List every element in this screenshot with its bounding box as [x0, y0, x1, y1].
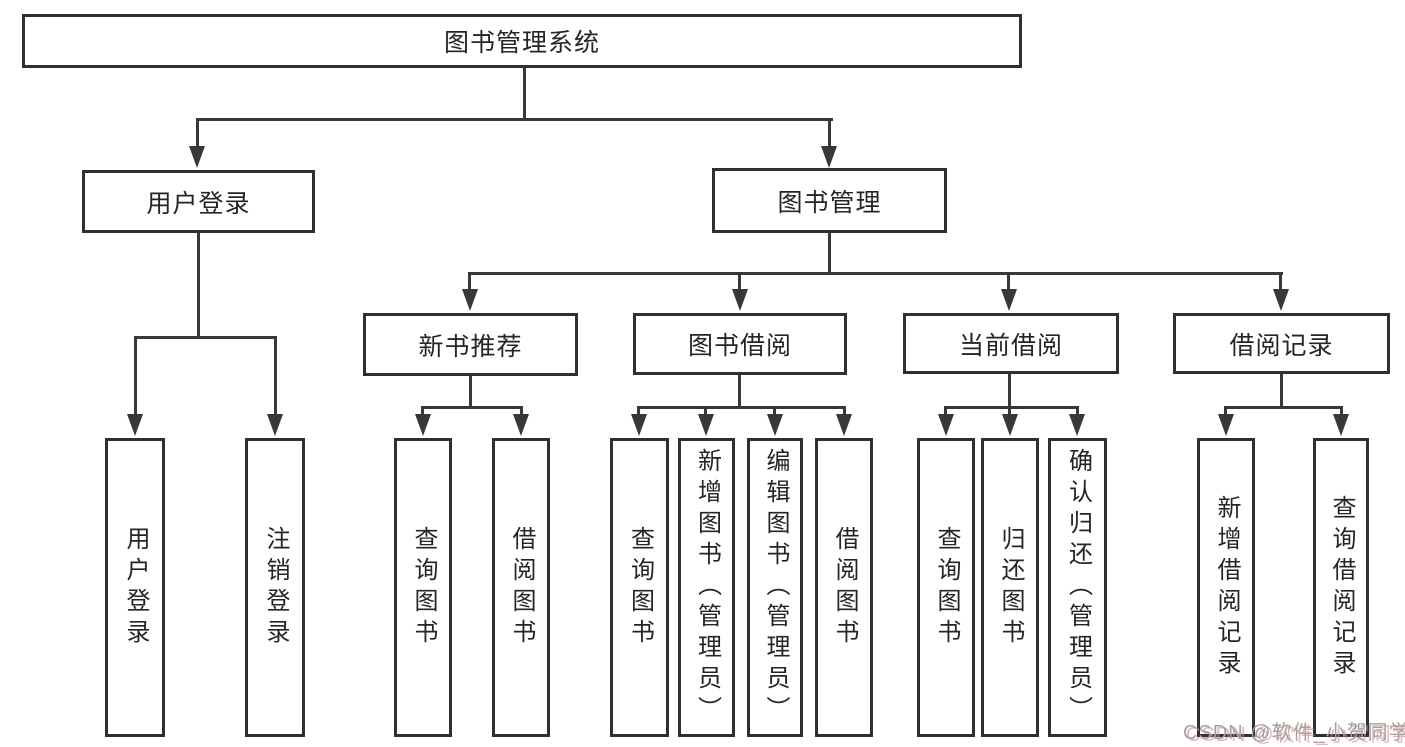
connector-current-borrow-stem — [1008, 374, 1011, 406]
node-leaf-borrow-book-1-label: 借阅图书 — [508, 525, 535, 650]
node-book-mgmt: 图书管理 — [712, 168, 947, 233]
node-leaf-logout: 注销登录 — [245, 438, 305, 737]
connector-book-mgmt-rail — [468, 272, 1283, 275]
connector-book-mgmt-drop-4 — [1279, 272, 1282, 291]
node-leaf-query-book-1: 查询图书 — [394, 438, 452, 737]
node-leaf-user-login-label: 用户登录 — [122, 525, 149, 650]
node-leaf-query-book-2-label: 查询图书 — [626, 525, 654, 650]
node-book-mgmt-label: 图书管理 — [777, 188, 882, 217]
connector-book-borrow-drop-4 — [843, 406, 846, 416]
connector-borrow-record-drop-1 — [1224, 406, 1227, 416]
node-leaf-add-borrow-record: 新增借阅记录 — [1197, 438, 1255, 737]
arrowhead-leaf-logout — [267, 414, 283, 436]
node-leaf-edit-book-label: 编辑图书（管理员） — [762, 448, 789, 727]
connector-root-stem — [523, 68, 526, 118]
arrowhead-leaf-query-book-3 — [938, 414, 954, 436]
connector-new-book-rec-stem — [469, 376, 472, 406]
node-user-login-label: 用户登录 — [146, 189, 251, 218]
connector-current-borrow-drop-2 — [1008, 406, 1011, 416]
node-leaf-query-borrow-record: 查询借阅记录 — [1313, 438, 1369, 737]
connector-borrow-record-drop-2 — [1340, 406, 1343, 416]
node-current-borrow: 当前借阅 — [903, 313, 1119, 374]
arrowhead-leaf-borrow-book-2 — [836, 414, 852, 436]
connector-borrow-record-stem — [1280, 374, 1283, 406]
connector-new-book-rec-drop-2 — [520, 406, 523, 416]
node-leaf-return-book: 归还图书 — [981, 438, 1039, 737]
node-new-book-rec-label: 新书推荐 — [418, 332, 523, 361]
connector-current-borrow-rail — [944, 406, 1079, 409]
node-leaf-confirm-return: 确认归还（管理员） — [1048, 438, 1107, 737]
node-leaf-edit-book: 编辑图书（管理员） — [747, 438, 803, 737]
node-leaf-query-book-3-label: 查询图书 — [933, 525, 960, 650]
connector-book-mgmt-drop-2 — [738, 272, 741, 291]
arrowhead-leaf-edit-book — [767, 414, 783, 436]
connector-book-mgmt-drop-1 — [468, 272, 471, 291]
node-leaf-borrow-book-1: 借阅图书 — [492, 438, 550, 737]
connector-root-rail — [196, 118, 833, 121]
arrowhead-leaf-confirm-return — [1069, 414, 1085, 436]
connector-book-borrow-drop-1 — [637, 406, 640, 416]
arrowhead-leaf-user-login — [127, 414, 143, 436]
arrowhead-current-borrow — [1001, 289, 1017, 311]
connector-book-borrow-drop-3 — [773, 406, 776, 416]
node-book-borrow-label: 图书借阅 — [687, 332, 792, 360]
csdn-watermark: CSDN @软件_小贺同学 — [1183, 722, 1405, 744]
connector-new-book-rec-drop-1 — [421, 406, 424, 416]
arrowhead-book-mgmt — [821, 146, 837, 168]
node-leaf-add-book-label: 新增图书（管理员） — [693, 448, 721, 727]
node-leaf-query-book-2: 查询图书 — [610, 438, 669, 737]
connector-borrow-record-rail — [1224, 406, 1343, 409]
connector-user-login-drop-2 — [274, 336, 277, 416]
arrowhead-user-login — [189, 146, 205, 168]
connector-current-borrow-drop-3 — [1076, 406, 1079, 416]
connector-root-right-drop — [828, 118, 831, 148]
node-leaf-borrow-book-2: 借阅图书 — [815, 438, 873, 737]
node-new-book-rec: 新书推荐 — [363, 313, 578, 376]
connector-book-borrow-rail — [637, 406, 846, 409]
node-root-label: 图书管理系统 — [443, 29, 600, 57]
node-leaf-query-book-1-label: 查询图书 — [410, 525, 437, 650]
arrowhead-leaf-add-book — [698, 414, 714, 436]
arrowhead-leaf-add-borrow-record — [1218, 414, 1234, 436]
node-borrow-record-label: 借阅记录 — [1229, 331, 1334, 360]
node-leaf-logout-label: 注销登录 — [262, 525, 289, 650]
arrowhead-leaf-borrow-book-1 — [513, 414, 529, 436]
connector-book-mgmt-drop-3 — [1007, 272, 1010, 291]
connector-user-login-drop-1 — [134, 336, 137, 416]
node-leaf-return-book-label: 归还图书 — [997, 525, 1024, 650]
connector-book-mgmt-stem — [828, 233, 831, 272]
connector-root-left-drop — [196, 118, 199, 148]
arrowhead-book-borrow — [732, 289, 748, 311]
node-leaf-borrow-book-2-label: 借阅图书 — [831, 525, 858, 650]
node-leaf-add-borrow-record-label: 新增借阅记录 — [1213, 494, 1240, 681]
arrowhead-new-book-rec — [462, 289, 478, 311]
node-book-borrow: 图书借阅 — [633, 313, 847, 375]
node-leaf-query-book-3: 查询图书 — [917, 438, 975, 737]
node-leaf-query-borrow-record-label: 查询借阅记录 — [1328, 494, 1355, 681]
connector-current-borrow-drop-1 — [944, 406, 947, 416]
arrowhead-leaf-return-book — [1002, 414, 1018, 436]
connector-new-book-rec-rail — [421, 406, 523, 409]
arrowhead-leaf-query-book-1 — [415, 414, 431, 436]
arrowhead-borrow-record — [1273, 289, 1289, 311]
node-leaf-confirm-return-label: 确认归还（管理员） — [1064, 448, 1092, 727]
node-leaf-add-book: 新增图书（管理员） — [678, 438, 735, 737]
connector-book-borrow-drop-2 — [704, 406, 707, 416]
node-leaf-user-login: 用户登录 — [105, 438, 165, 737]
connector-user-login-rail — [134, 336, 277, 339]
arrowhead-leaf-query-book-2 — [631, 414, 647, 436]
node-user-login: 用户登录 — [82, 170, 315, 233]
connector-user-login-stem — [197, 233, 200, 336]
arrowhead-leaf-query-borrow-record — [1333, 414, 1349, 436]
connector-book-borrow-stem — [738, 375, 741, 406]
node-root: 图书管理系统 — [22, 14, 1022, 68]
node-current-borrow-label: 当前借阅 — [958, 331, 1063, 360]
node-borrow-record: 借阅记录 — [1173, 313, 1390, 374]
